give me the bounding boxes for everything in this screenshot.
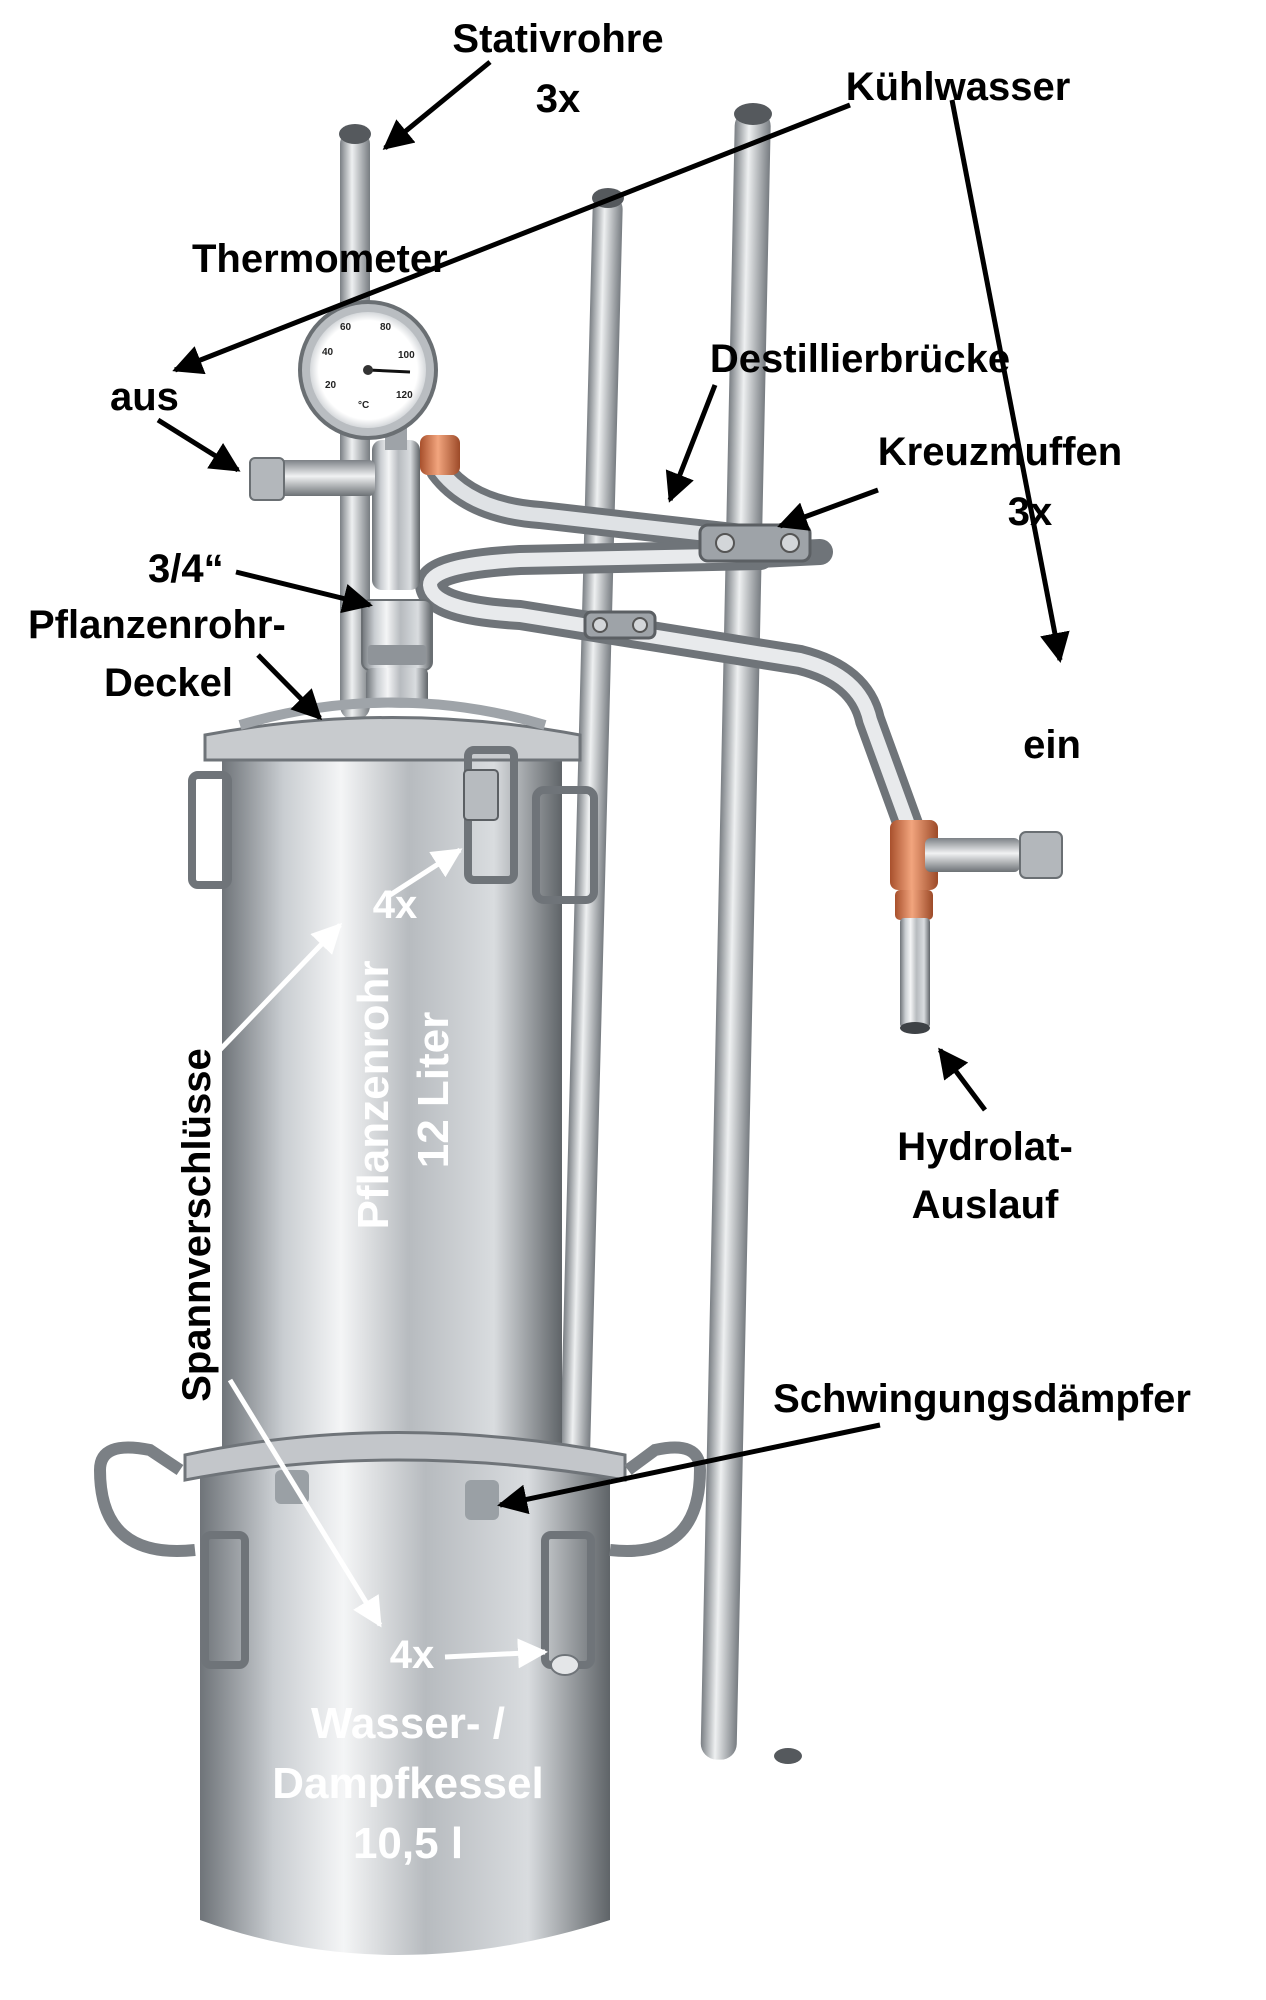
label-aus: aus (110, 375, 179, 419)
thermometer: 20 40 60 80 100 120 °C (298, 300, 438, 450)
label-schwingungsdaempfer: Schwingungsdämpfer (773, 1377, 1191, 1421)
arrow-gewinde (235, 569, 373, 614)
arrow-kuehlwasser-aus (172, 102, 851, 375)
hydrolat-outlet (890, 820, 1063, 1034)
label-clamps-bottom-count: 4x (390, 1633, 435, 1677)
label-destillierbruecke: Destillierbrücke (710, 337, 1010, 381)
arrow-aus-outlet (156, 417, 241, 473)
dial-unit: °C (358, 400, 369, 411)
arrow-destillierbruecke (665, 384, 718, 503)
arrow-stativrohre (382, 60, 492, 150)
label-kreuzmuffen-count: 3x (1008, 490, 1053, 534)
label-ein: ein (1023, 723, 1081, 767)
dial-tick-40: 40 (322, 347, 334, 358)
label-deckel-1: Pflanzenrohr- (28, 603, 286, 647)
dial-tick-60: 60 (340, 322, 352, 333)
label-hydrolat-1: Hydrolat- (897, 1125, 1073, 1169)
thermometer-needle (367, 368, 411, 374)
white-arrows (213, 847, 548, 1669)
arrow-clamps-top (388, 847, 463, 898)
label-kessel-3: 10,5 l (353, 1819, 463, 1868)
label-deckel-2: Deckel (104, 661, 233, 705)
label-kessel-2: Dampfkessel (272, 1759, 543, 1808)
arrow-hydrolat (938, 1047, 987, 1112)
label-pflanzenrohr-2: 12 Liter (409, 1012, 458, 1169)
label-stativrohre-count: 3x (536, 77, 581, 121)
arrow-clamps-bottom (444, 1638, 548, 1669)
label-gewinde: 3/4“ (148, 547, 224, 591)
label-thermometer: Thermometer (192, 237, 448, 281)
water-steam-kettle (93, 1431, 707, 1955)
vapor-riser (361, 440, 433, 708)
labels: Stativrohre 3x Kühlwasser Thermometer au… (28, 17, 1191, 1868)
label-clamps-top-count: 4x (373, 883, 418, 927)
label-pflanzenrohr-1: Pflanzenrohr (349, 961, 398, 1230)
dial-tick-20: 20 (325, 380, 337, 391)
arrow-spann-top (213, 922, 343, 1057)
arrow-schwingungsdaempfer (497, 1422, 881, 1515)
vibration-damper (465, 1480, 499, 1520)
label-kreuzmuffen: Kreuzmuffen (878, 430, 1122, 474)
dial-tick-100: 100 (398, 350, 415, 361)
steam-outlet (249, 435, 460, 501)
black-arrows (156, 60, 1070, 1515)
plant-tube-vessel (188, 697, 598, 1501)
dial-tick-120: 120 (396, 390, 413, 401)
arrow-kuehlwasser-ein (949, 99, 1070, 663)
label-kuehlwasser: Kühlwasser (846, 65, 1071, 109)
label-hydrolat-2: Auslauf (912, 1183, 1059, 1227)
label-spannverschluesse: Spannverschlüsse (175, 1048, 219, 1402)
label-stativrohre: Stativrohre (452, 17, 663, 61)
arrow-deckel (256, 653, 323, 721)
dial-tick-80: 80 (380, 322, 392, 333)
stand-rod-right (700, 109, 771, 1760)
cross-clamps (583, 523, 812, 640)
arrow-spann-bottom (227, 1378, 383, 1628)
label-kessel-1: Wasser- / (311, 1699, 505, 1748)
arrow-kreuzmuffen (777, 487, 879, 531)
